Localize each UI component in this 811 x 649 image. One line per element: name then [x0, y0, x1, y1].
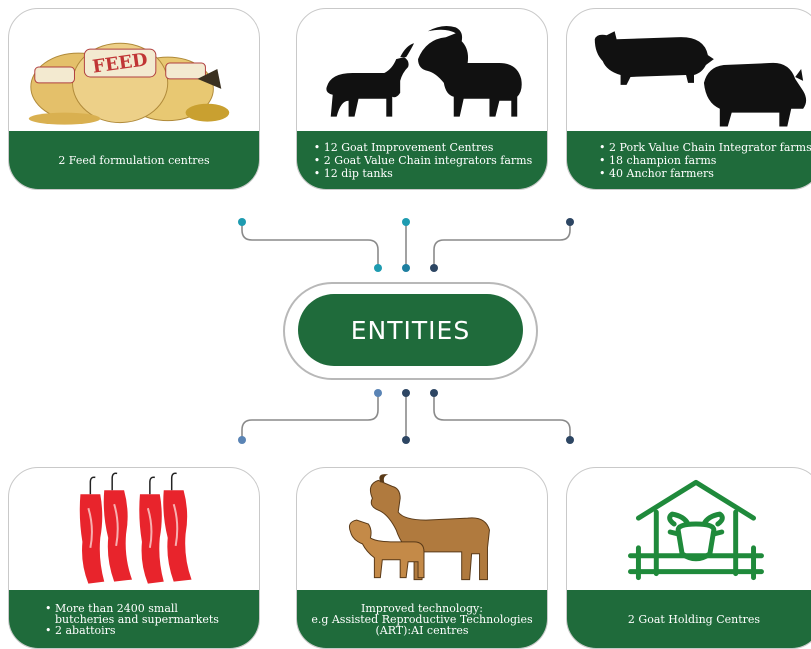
list-item: 2 Goat Value Chain integrators farms [314, 154, 532, 167]
list-item: 40 Anchor farmers [599, 167, 811, 180]
connector-dot [402, 389, 410, 397]
connector-dot [374, 389, 382, 397]
hub-outline [283, 282, 538, 380]
card-holding-band: 2 Goat Holding Centres [567, 590, 811, 648]
card-goats-list: 12 Goat Improvement Centres 2 Goat Value… [312, 141, 532, 180]
connector-dot [430, 389, 438, 397]
tech-line: e.g Assisted Reproductive Technologies [311, 612, 533, 626]
connector-dot [430, 264, 438, 272]
hanging-meat-icon [79, 472, 192, 584]
card-technology: Improved technology: e.g Assisted Reprod… [296, 467, 548, 649]
goats-icon [326, 26, 522, 117]
tech-line: Improved technology: [361, 601, 483, 615]
connector-dot [402, 264, 410, 272]
connector-dot [374, 264, 382, 272]
list-item: 2 Pork Value Chain Integrator farms [599, 141, 811, 154]
card-goats: 12 Goat Improvement Centres 2 Goat Value… [296, 8, 548, 190]
card-pigs: 2 Pork Value Chain Integrator farms 18 c… [566, 8, 811, 190]
card-feed-band: 2 Feed formulation centres [9, 131, 259, 189]
connector-dot [402, 436, 410, 444]
card-feed: FEED 2 Feed formulation centres [8, 8, 260, 190]
list-item: 12 dip tanks [314, 167, 532, 180]
card-pigs-list: 2 Pork Value Chain Integrator farms 18 c… [597, 141, 811, 180]
list-item: 12 Goat Improvement Centres [314, 141, 532, 154]
card-holding: 2 Goat Holding Centres [566, 467, 811, 649]
card-holding-text: 2 Goat Holding Centres [627, 612, 761, 626]
connector-dot [566, 436, 574, 444]
card-technology-text: Improved technology: e.g Assisted Reprod… [311, 603, 532, 636]
list-item: 18 champion farms [599, 154, 811, 167]
card-feed-text: 2 Feed formulation centres [58, 153, 210, 167]
pigs-icon [594, 31, 807, 127]
card-pigs-band: 2 Pork Value Chain Integrator farms 18 c… [567, 131, 811, 189]
hub-label: ENTITIES [298, 294, 523, 366]
card-meat: More than 2400 small butcheries and supe… [8, 467, 260, 649]
connector-dot [402, 218, 410, 226]
feed-bags-icon: FEED [28, 42, 230, 125]
goat-holding-icon [628, 479, 764, 581]
card-goats-band: 12 Goat Improvement Centres 2 Goat Value… [297, 131, 547, 189]
connector-dot [566, 218, 574, 226]
connector-dot [238, 218, 246, 226]
card-meat-band: More than 2400 small butcheries and supe… [9, 590, 259, 648]
tech-line: (ART):AI centres [375, 623, 469, 637]
connector-dot [238, 436, 246, 444]
brown-goats-icon [348, 474, 490, 581]
card-meat-list: More than 2400 small butcheries and supe… [43, 603, 235, 636]
card-technology-band: Improved technology: e.g Assisted Reprod… [297, 590, 547, 648]
list-item: More than 2400 small butcheries and supe… [45, 603, 235, 625]
list-item: 2 abattoirs [45, 625, 235, 636]
